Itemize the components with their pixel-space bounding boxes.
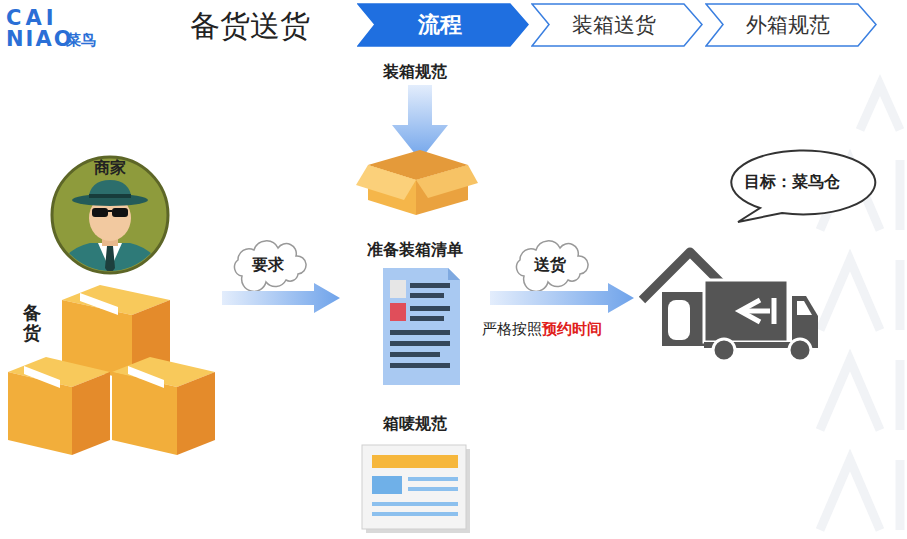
logo-wrap: NIAO bbox=[6, 27, 74, 51]
note-highlight: 预约时间 bbox=[542, 320, 602, 339]
text-wrap: 备货 bbox=[22, 303, 42, 343]
page-title: 备货送货 bbox=[190, 6, 310, 47]
logo-text: NIAO bbox=[6, 27, 74, 51]
diagram-node: 目标：菜鸟仓 bbox=[634, 145, 884, 360]
text-wrap: 外箱规范 bbox=[705, 3, 877, 47]
node-text: 商家 bbox=[94, 158, 126, 179]
breadcrumb-chevron: 装箱送货 bbox=[531, 3, 703, 47]
diagram-node: 商家备货 bbox=[0, 150, 222, 465]
speech-bubble bbox=[731, 150, 875, 222]
node-text: 装箱规范 bbox=[383, 62, 447, 83]
text-wrap: 装箱规范 bbox=[350, 62, 480, 83]
document-icon bbox=[383, 268, 460, 385]
cloud-shape bbox=[234, 241, 588, 291]
diagram-node: 装箱规范 bbox=[350, 58, 480, 220]
logo-text: 菜鸟 bbox=[66, 31, 96, 50]
label-sheet-icon bbox=[362, 445, 470, 533]
flow-arrow bbox=[490, 283, 634, 313]
node-text: 装箱送货 bbox=[572, 11, 656, 39]
diagram-node: 准备装箱清单 bbox=[340, 236, 490, 390]
box-stack bbox=[8, 285, 215, 455]
node-text: 准备装箱清单 bbox=[367, 240, 463, 261]
breadcrumb-chevron: 外箱规范 bbox=[705, 3, 877, 47]
text-wrap: 装箱送货 bbox=[531, 3, 703, 47]
chevron-outline bbox=[532, 4, 702, 46]
logo-text: CAI bbox=[6, 6, 57, 30]
breadcrumb-chevron: 流程 bbox=[357, 3, 529, 47]
text-wrap: 目标：菜鸟仓 bbox=[724, 172, 860, 193]
node-text: 备货 bbox=[23, 303, 41, 343]
watermark bbox=[820, 85, 900, 530]
edge-label-wrap: 要求 bbox=[223, 255, 313, 276]
edge-label-wrap: 送货 bbox=[505, 255, 595, 276]
down-arrow bbox=[392, 85, 448, 160]
node-text: 箱唛规范 bbox=[383, 414, 447, 435]
warehouse-truck bbox=[642, 252, 818, 361]
text-wrap: 商家 bbox=[75, 158, 145, 179]
note-text: 严格按照 bbox=[482, 320, 542, 339]
text-wrap: 箱唛规范 bbox=[350, 414, 480, 435]
text-wrap: 流程 bbox=[357, 3, 529, 47]
diagram-node: 箱唛规范 bbox=[350, 408, 480, 536]
merchant-figure bbox=[52, 157, 168, 280]
node-text: 外箱规范 bbox=[746, 11, 830, 39]
chevron-outline bbox=[706, 4, 876, 46]
node-text: 流程 bbox=[418, 10, 462, 40]
note-wrap: 严格按照预约时间 bbox=[482, 320, 602, 339]
title-wrap: 备货送货 bbox=[190, 6, 310, 47]
open-box bbox=[356, 150, 478, 215]
chevron-outline bbox=[358, 4, 528, 46]
node-text: 目标：菜鸟仓 bbox=[744, 172, 840, 193]
logo-wrap: CAI bbox=[6, 6, 57, 30]
flow-arrow bbox=[222, 283, 340, 313]
edge-label: 要求 bbox=[252, 255, 284, 276]
edge-label: 送货 bbox=[534, 255, 566, 276]
text-wrap: 准备装箱清单 bbox=[340, 240, 490, 261]
logo-wrap: 菜鸟 bbox=[66, 30, 96, 50]
